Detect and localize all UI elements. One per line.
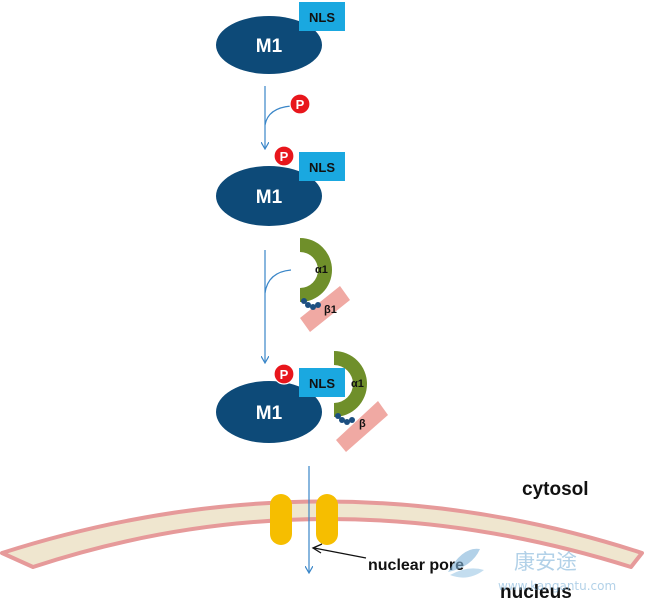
watermark-url-text: www.kangantu.com: [498, 579, 616, 593]
importin-beta-bound: [336, 401, 388, 452]
m1-protein-step2: [216, 166, 322, 226]
beta-label-free: β1: [324, 304, 337, 316]
phosphate-joining-curve: [264, 105, 292, 126]
phosphate-label-free: P: [296, 97, 305, 112]
nuclear-pore-pointer-head: [311, 543, 323, 554]
step2-phospho-m1-complex: M1 NLS P: [216, 145, 345, 226]
phosphate-label-step3: P: [280, 367, 289, 382]
nls-box-step3: [299, 368, 345, 397]
phosphate-bound-step3: [273, 363, 295, 385]
m1-protein-step3: [216, 381, 322, 443]
nls-box-step1: [299, 2, 345, 31]
nuclear-pore-left: [270, 494, 292, 545]
m1-protein-step1: [216, 16, 322, 74]
m1-label-step3: M1: [256, 403, 283, 424]
cytosol-label: cytosol: [522, 479, 589, 500]
nuclear-pore-label: nuclear pore: [368, 557, 464, 574]
phosphate-label-step2: P: [280, 149, 289, 164]
watermark-cn-text: 康安途: [514, 550, 577, 574]
step3-import-complex: M1 NLS P α1 β: [216, 351, 388, 452]
beta-label-bound: β: [359, 418, 366, 430]
nls-label-step1: NLS: [309, 10, 335, 25]
phosphate-bound-step2: [273, 145, 295, 167]
importin-alpha-ibb-bound: [335, 413, 355, 425]
alpha-label-free: α1: [315, 264, 328, 276]
nuclear-pore: [270, 494, 338, 545]
nucleus-label: nucleus: [500, 582, 572, 603]
step1-m1-complex: M1 NLS: [216, 2, 345, 74]
importin-free: α1 β1: [300, 238, 350, 332]
nuclear-pore-pointer: [313, 547, 367, 559]
importin-beta-free: [300, 286, 350, 332]
nuclear-pore-right: [316, 494, 338, 545]
m1-label-step1: M1: [256, 36, 283, 57]
alpha-label-bound: α1: [351, 378, 364, 390]
nls-label-step3: NLS: [309, 376, 335, 391]
importin-alpha-bound: [334, 351, 367, 417]
phosphate-free: P: [289, 93, 311, 115]
nls-box-step2: [299, 152, 345, 181]
nuclear-envelope: [0, 499, 644, 569]
importin-alpha-free: [300, 238, 332, 302]
importin-alpha-ibb-free: [301, 298, 321, 310]
nls-label-step2: NLS: [309, 160, 335, 175]
watermark-leaf-icon: [448, 548, 480, 572]
importin-joining-curve: [264, 269, 292, 294]
watermark: 康安途 www.kangantu.com: [448, 548, 616, 593]
m1-label-step2: M1: [256, 187, 283, 208]
